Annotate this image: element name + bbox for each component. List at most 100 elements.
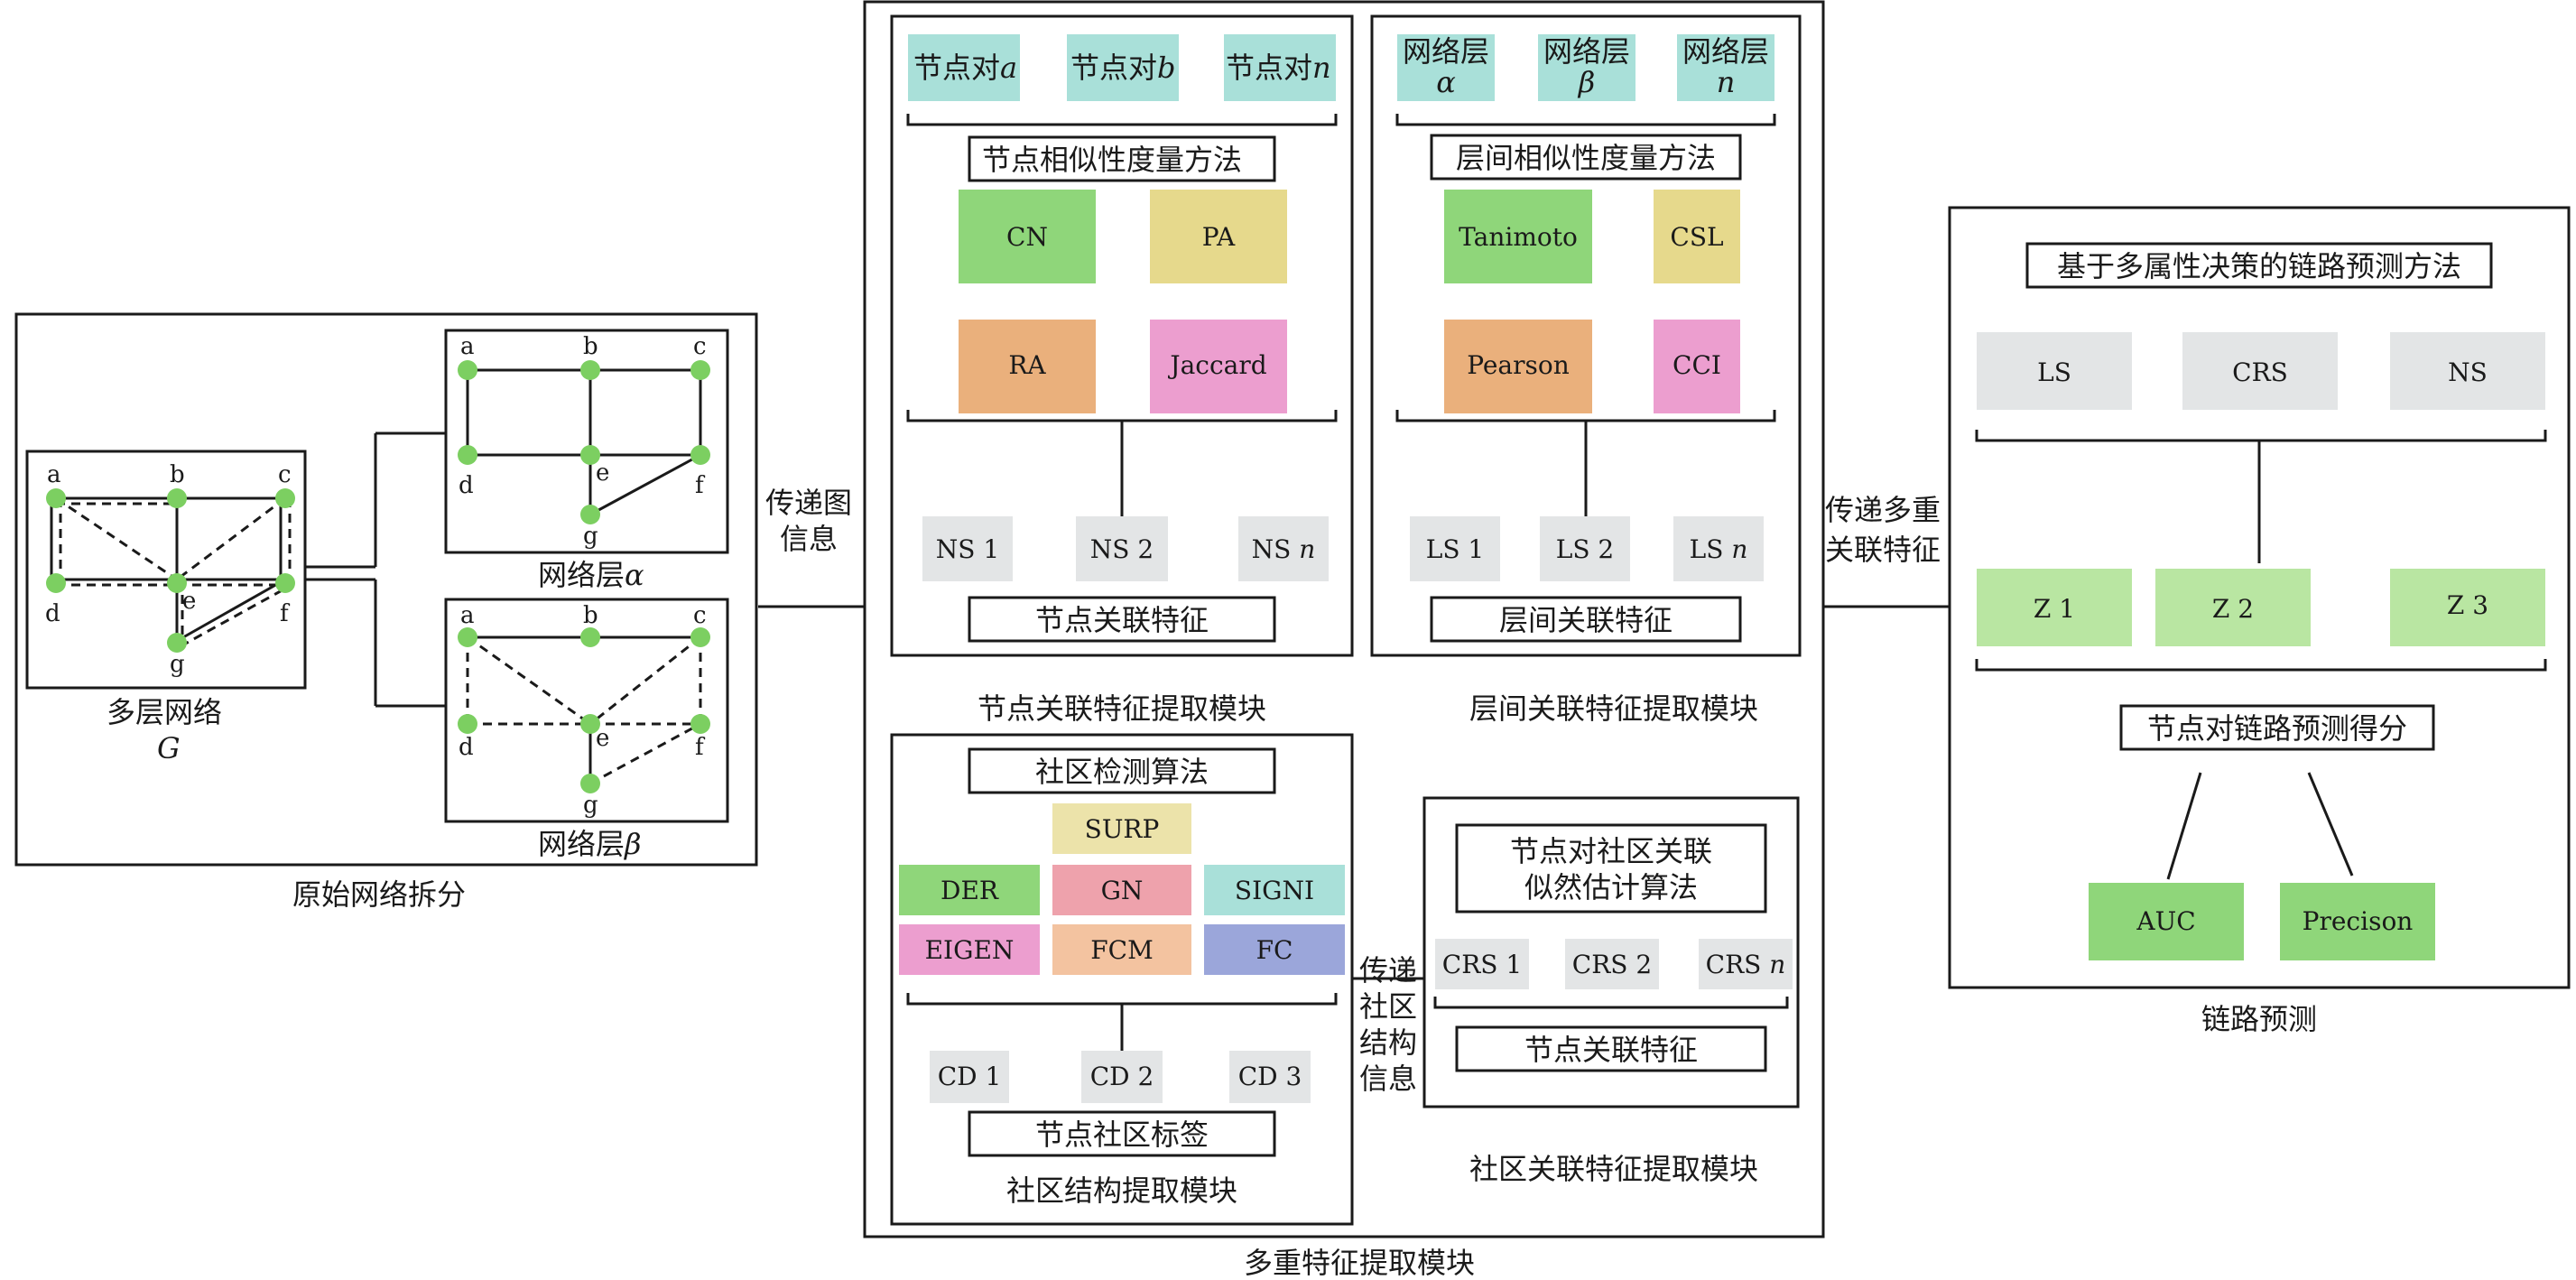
method-ra-box: [959, 320, 1096, 413]
community-assoc-frame: [1422, 796, 1800, 1108]
layer-n-chip-line1: 网络层: [1682, 34, 1769, 69]
multi-feature-connector-line2: 关联特征: [1825, 533, 1941, 567]
metric-precision-label: Precison: [2303, 906, 2414, 936]
layer-method-title: 层间相似性度量方法: [1456, 141, 1716, 175]
link-prediction-panel: 基于多属性决策的链路预测方法 LS CRS NS Z 1 Z 2 Z 3 节点对…: [1948, 206, 2571, 1036]
method-cci-label: CCI: [1673, 350, 1721, 380]
cd3-label: CD 3: [1238, 1062, 1302, 1091]
node-label: g: [583, 523, 598, 550]
algo-eigen-label: EIGEN: [925, 935, 1015, 965]
node-e: [167, 573, 187, 593]
lsn-label: LS n: [1690, 534, 1748, 564]
ns1-label: NS 1: [936, 534, 999, 564]
feature-crs-label: CRS: [2232, 357, 2288, 387]
node-d: [458, 445, 477, 465]
method-ra-label: RA: [1008, 350, 1046, 380]
node-feature-frame: [890, 14, 1354, 657]
mcdm-title-box: [2025, 242, 2493, 289]
node-label: g: [583, 792, 598, 819]
ns2-box: [1076, 516, 1168, 581]
z3-box: [2390, 569, 2545, 646]
node-label: a: [460, 602, 475, 629]
ls1-label: LS 1: [1426, 534, 1485, 564]
node-label: a: [460, 333, 475, 360]
layer-alpha-chip-line1: 网络层: [1403, 34, 1489, 69]
layer-n-chip-line2: n: [1717, 65, 1736, 99]
pairs-bracket: [906, 114, 1338, 126]
method-jaccard-label: Jaccard: [1167, 350, 1266, 380]
node-e: [580, 714, 600, 734]
node-d: [458, 714, 477, 734]
community-structure-module: 社区检测算法 SURP DER GN SIGNI EIGEN FCM FC CD…: [890, 733, 1354, 1226]
multilayer-label: 多层网络: [107, 695, 222, 729]
community-footer: 节点社区标签: [1035, 1118, 1209, 1152]
node-b: [580, 360, 600, 380]
node-c: [690, 360, 710, 380]
crs1-label: CRS 1: [1442, 950, 1522, 979]
layers-bracket: [1395, 114, 1776, 126]
node-a: [458, 627, 477, 647]
node-label: e: [596, 459, 609, 487]
multi-feature-connector-line1: 传递多重: [1825, 493, 1941, 527]
node-g: [580, 774, 600, 793]
node-f: [690, 714, 710, 734]
node-label: d: [459, 472, 474, 499]
split-connectors: [305, 431, 446, 708]
pair-b-box: [1067, 34, 1179, 101]
z-bracket: [1975, 659, 2547, 672]
community-info-line3: 结构: [1359, 1025, 1417, 1060]
z1-label: Z 1: [2034, 594, 2075, 624]
layer-beta-label: 网络层β: [538, 827, 642, 861]
node-label: c: [693, 602, 707, 629]
layer-n-chip: [1677, 34, 1774, 101]
crs2-box: [1565, 939, 1659, 989]
node-b: [167, 488, 187, 508]
multilayer-network-graph: [50, 496, 292, 648]
network-split-panel: a b c d e f g 多层网络 G: [14, 312, 758, 912]
feature-crs-box: [2182, 332, 2338, 410]
pair-a-label: 节点对a: [913, 51, 1017, 85]
algo-title: 社区检测算法: [1035, 755, 1209, 789]
mcdm-title: 基于多属性决策的链路预测方法: [2057, 249, 2461, 283]
community-structure-title: 社区结构提取模块: [1006, 1173, 1237, 1208]
assoc-footer-box: [1455, 1025, 1767, 1072]
feature-ns-label: NS: [2448, 357, 2488, 387]
node-label: f: [695, 472, 706, 499]
algo-signi-label: SIGNI: [1235, 876, 1314, 905]
assoc-algo-box: [1455, 823, 1767, 914]
assoc-algo-line1: 节点对社区关联: [1510, 834, 1712, 868]
community-info-line1: 传递: [1359, 953, 1417, 988]
layer-feature-footer: 层间关联特征: [1499, 603, 1673, 637]
cd2-box: [1081, 1051, 1163, 1103]
z2-box: [2155, 569, 2311, 646]
cd1-box: [930, 1051, 1009, 1103]
graph-info-label-line2: 信息: [780, 522, 838, 556]
multi-feature-frame: [863, 0, 1825, 1238]
node-feature-module: 节点对a 节点对b 节点对n 节点相似性度量方法 CN PA RA Jaccar…: [890, 14, 1354, 726]
community-footer-box: [968, 1110, 1276, 1157]
pair-a-box: [908, 34, 1020, 101]
method-csl-box: [1654, 190, 1740, 283]
crsn-label: CRS n: [1706, 950, 1786, 979]
node-label: f: [695, 734, 706, 761]
nsn-label: NS n: [1252, 534, 1316, 564]
multilayer-nodes: [46, 488, 295, 653]
method-pearson-box: [1444, 320, 1592, 413]
layer-beta-nodes: [458, 627, 710, 793]
node-method-title-box: [968, 135, 1276, 182]
method-cn-label: CN: [1006, 222, 1048, 252]
layer-beta-chip-line2: β: [1578, 65, 1596, 99]
method-csl-label: CSL: [1670, 222, 1723, 252]
method-cn-box: [959, 190, 1096, 283]
method-pa-box: [1150, 190, 1287, 283]
ls2-box: [1540, 516, 1630, 581]
algo-fc-box: [1204, 924, 1345, 975]
community-info-line2: 社区: [1359, 989, 1417, 1024]
node-b: [580, 627, 600, 647]
community-assoc-title: 社区关联特征提取模块: [1469, 1152, 1758, 1186]
multi-feature-connector: 传递多重 关联特征: [1823, 493, 1950, 608]
layer-alpha-graph: [466, 368, 702, 516]
layer-feature-module: 网络层 α 网络层 β 网络层 n 层间相似性度量方法 Tanimoto CSL…: [1370, 14, 1802, 726]
metric-auc-box: [2089, 883, 2244, 960]
algo-gn-label: GN: [1101, 876, 1144, 905]
